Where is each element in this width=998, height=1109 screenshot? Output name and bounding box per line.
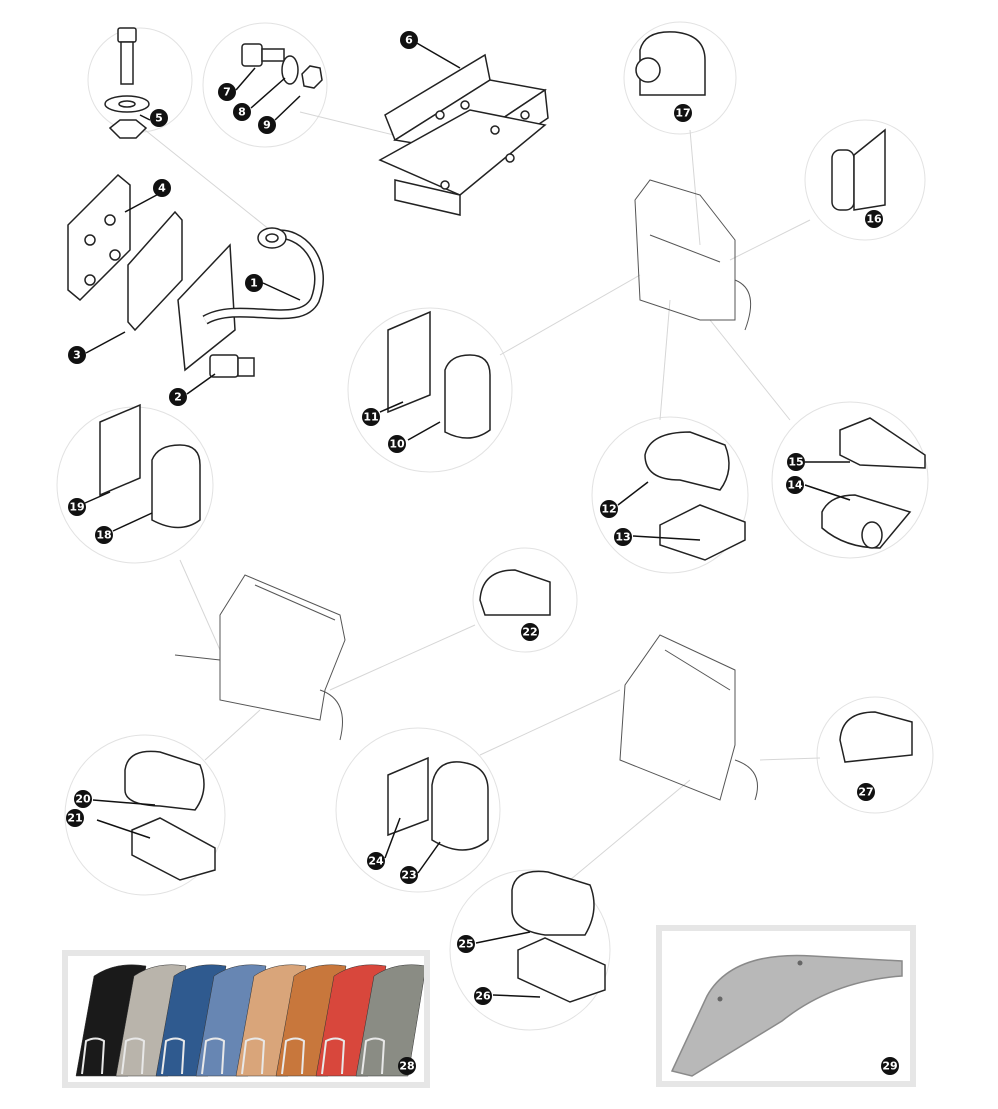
svg-text:20: 20 bbox=[75, 793, 91, 806]
hinge-bracket-6 bbox=[378, 53, 549, 216]
callout-7: 7 bbox=[218, 83, 236, 101]
callout-9: 9 bbox=[258, 116, 276, 134]
callout-6: 6 bbox=[400, 31, 418, 49]
svg-text:9: 9 bbox=[263, 119, 271, 132]
svg-text:21: 21 bbox=[67, 812, 82, 825]
callout-12: 12 bbox=[600, 500, 618, 518]
seals-20-21 bbox=[124, 750, 216, 881]
callout-26: 26 bbox=[474, 987, 492, 1005]
svg-text:27: 27 bbox=[858, 786, 873, 799]
car-sketch-top bbox=[634, 179, 752, 331]
callout-16: 16 bbox=[865, 210, 883, 228]
callout-29: 29 bbox=[882, 1060, 897, 1073]
callout-14: 14 bbox=[786, 476, 804, 494]
callout-24: 24 bbox=[367, 852, 385, 870]
seal-strip-core bbox=[81, 1037, 106, 1075]
fasteners-7-8-9 bbox=[241, 43, 323, 89]
seals-18-19 bbox=[99, 403, 201, 529]
seal-strips-image: 28 bbox=[75, 964, 424, 1077]
svg-text:23: 23 bbox=[401, 869, 416, 882]
svg-text:26: 26 bbox=[475, 990, 491, 1003]
car-sketch-right bbox=[619, 634, 758, 801]
svg-text:16: 16 bbox=[866, 213, 882, 226]
mudflap-image: 29 bbox=[670, 954, 903, 1077]
seals-10-11 bbox=[387, 310, 491, 439]
callout-13: 13 bbox=[614, 528, 632, 546]
svg-text:15: 15 bbox=[788, 456, 803, 469]
bolt-nut-washer-5 bbox=[104, 27, 150, 139]
mudflap-rivet bbox=[797, 960, 803, 966]
svg-text:22: 22 bbox=[522, 626, 537, 639]
seal-27 bbox=[839, 711, 913, 763]
photo-mudflap: 29 bbox=[656, 925, 916, 1087]
callout-11: 11 bbox=[362, 408, 380, 426]
svg-text:6: 6 bbox=[405, 34, 413, 47]
svg-text:10: 10 bbox=[389, 438, 405, 451]
photo-seal-strips: 28 bbox=[62, 950, 430, 1088]
svg-text:24: 24 bbox=[368, 855, 384, 868]
svg-text:18: 18 bbox=[96, 529, 111, 542]
svg-text:25: 25 bbox=[458, 938, 473, 951]
seals-14-15 bbox=[821, 417, 926, 549]
seals-23-24 bbox=[387, 756, 489, 851]
seal-strip-core bbox=[361, 1037, 386, 1075]
seal-strip bbox=[355, 964, 424, 1077]
callout-27: 27 bbox=[857, 783, 875, 801]
callout-5: 5 bbox=[150, 109, 168, 127]
seal-strip-core bbox=[121, 1037, 146, 1075]
callout-4: 4 bbox=[153, 179, 171, 197]
mudflap-rivet bbox=[717, 996, 723, 1002]
seals-12-13 bbox=[644, 431, 746, 561]
leader-lines bbox=[144, 111, 821, 881]
group-circles bbox=[56, 21, 934, 1031]
callout-17: 17 bbox=[674, 104, 692, 122]
seal-strip-core bbox=[201, 1037, 226, 1075]
svg-text:14: 14 bbox=[787, 479, 803, 492]
seal-16 bbox=[831, 128, 886, 211]
seal-strip-core bbox=[281, 1037, 306, 1075]
callout-20: 20 bbox=[74, 790, 92, 808]
seal-17 bbox=[635, 31, 706, 96]
seal-strip-core bbox=[241, 1037, 266, 1075]
callout-15: 15 bbox=[787, 453, 805, 471]
callout-28-circle bbox=[398, 1057, 416, 1075]
car-sketch-left bbox=[174, 574, 346, 741]
hinge-plates-1-4 bbox=[67, 173, 325, 378]
svg-text:13: 13 bbox=[615, 531, 630, 544]
callout-18: 18 bbox=[95, 526, 113, 544]
svg-text:12: 12 bbox=[601, 503, 616, 516]
seal-strip-core bbox=[161, 1037, 186, 1075]
callout-3: 3 bbox=[68, 346, 86, 364]
callout-21: 21 bbox=[66, 809, 84, 827]
callouts: 1 2 3 4 5 6 7 8 9 10 11 12 13 14 15 16 1… bbox=[66, 31, 883, 1005]
svg-text:5: 5 bbox=[155, 112, 163, 125]
callout-29-circle bbox=[881, 1057, 899, 1075]
svg-text:11: 11 bbox=[363, 411, 378, 424]
callout-19: 19 bbox=[68, 498, 86, 516]
callout-arrows bbox=[84, 41, 851, 998]
callout-25: 25 bbox=[457, 935, 475, 953]
svg-text:2: 2 bbox=[174, 391, 182, 404]
callout-8: 8 bbox=[233, 103, 251, 121]
seal-22 bbox=[479, 569, 551, 616]
seals-25-26 bbox=[511, 870, 606, 1003]
callout-2: 2 bbox=[169, 388, 187, 406]
callout-22: 22 bbox=[521, 623, 539, 641]
seal-strip-core bbox=[321, 1037, 346, 1075]
svg-text:4: 4 bbox=[158, 182, 166, 195]
svg-text:8: 8 bbox=[238, 106, 246, 119]
svg-text:1: 1 bbox=[250, 277, 258, 290]
callout-28: 28 bbox=[399, 1060, 414, 1073]
svg-text:3: 3 bbox=[73, 349, 81, 362]
svg-text:7: 7 bbox=[223, 86, 231, 99]
svg-text:19: 19 bbox=[69, 501, 84, 514]
svg-text:17: 17 bbox=[675, 107, 690, 120]
callout-23: 23 bbox=[400, 866, 418, 884]
mudflap-shape bbox=[670, 954, 903, 1077]
callout-10: 10 bbox=[388, 435, 406, 453]
callout-1: 1 bbox=[245, 274, 263, 292]
